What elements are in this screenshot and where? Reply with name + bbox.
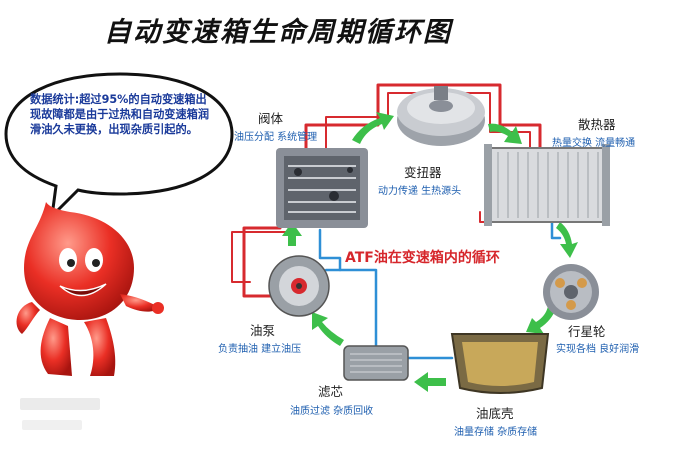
filter-name: 滤芯 bbox=[318, 384, 344, 399]
valve-body-name: 阀体 bbox=[258, 111, 284, 126]
radiator-image bbox=[484, 144, 610, 226]
flow-arrow-icon bbox=[312, 312, 344, 346]
flow-arrow-icon bbox=[526, 306, 556, 334]
oil-drop-mascot bbox=[16, 202, 164, 376]
oil-pump-image bbox=[268, 255, 330, 317]
filter-image bbox=[343, 345, 409, 381]
flow-arrow-icon bbox=[352, 112, 394, 144]
flow-arrow-icon bbox=[556, 222, 578, 258]
watermark-blur bbox=[22, 420, 82, 430]
planetary-gear-name: 行星轮 bbox=[568, 324, 606, 339]
flow-arrow-icon bbox=[414, 372, 446, 392]
hot-oil-line bbox=[304, 83, 542, 150]
valve-body-image bbox=[276, 148, 368, 228]
radiator-name: 散热器 bbox=[578, 117, 616, 132]
torque-converter-image bbox=[397, 86, 485, 146]
oil-pan-desc: 油量存储 杂质存储 bbox=[454, 427, 538, 438]
speech-bubble bbox=[4, 72, 234, 218]
hot-oil-line bbox=[242, 226, 282, 298]
watermark-blur bbox=[20, 398, 100, 410]
torque-converter-desc: 动力传递 生热源头 bbox=[378, 186, 462, 197]
torque-converter-name: 变扭器 bbox=[404, 165, 442, 180]
page-title: 自动变速箱生命周期循环图 bbox=[104, 17, 452, 48]
oil-pan-image bbox=[450, 333, 550, 394]
oil-pump-name: 油泵 bbox=[250, 323, 276, 338]
hot-oil-line bbox=[231, 231, 293, 283]
oil-pan-name: 油底壳 bbox=[476, 406, 514, 421]
valve-body-desc: 油压分配 系统管理 bbox=[234, 132, 318, 143]
atf-circulation-label: ATF油在变速箱内的循环 bbox=[345, 250, 500, 266]
planetary-gear-desc: 实现各档 良好润滑 bbox=[556, 344, 640, 355]
radiator-desc: 热量交换 流量畅通 bbox=[552, 138, 636, 149]
cool-oil-line bbox=[318, 228, 342, 272]
flow-arrow-icon bbox=[282, 222, 302, 246]
planetary-gear-image bbox=[543, 264, 599, 320]
filter-desc: 油质过滤 杂质回收 bbox=[290, 406, 374, 417]
flow-arrow-icon bbox=[488, 123, 522, 144]
statistics-text: 数据统计:超过95%的自动变速箱出现故障都是由于过热和自动变速箱润滑油久未更换，… bbox=[30, 93, 210, 136]
oil-pump-desc: 负责抽油 建立油压 bbox=[218, 344, 302, 355]
cool-oil-line bbox=[324, 268, 378, 354]
